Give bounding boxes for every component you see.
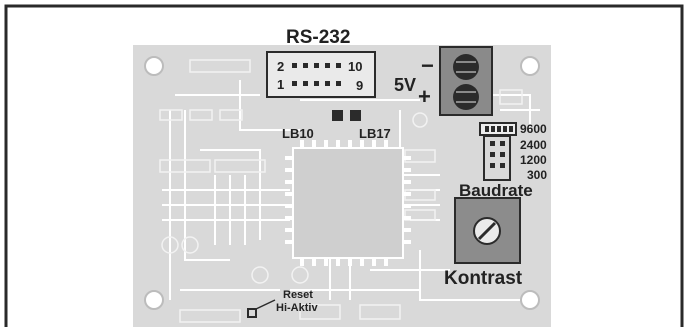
mounting-holes <box>144 56 540 310</box>
terminal-screw <box>453 54 479 80</box>
power-plus-label: + <box>418 84 431 109</box>
mounting-hole <box>520 56 540 76</box>
rs232-pin2-label: 2 <box>277 59 284 74</box>
main-ic <box>292 147 404 259</box>
power-voltage-label: 5V <box>394 75 416 95</box>
rs232-connector: 2 10 1 9 <box>266 51 376 98</box>
baud-2400-label: 2400 <box>520 138 547 152</box>
rs232-pins <box>292 63 341 86</box>
baudrate-jumper-pins <box>483 135 511 181</box>
lb10-label: LB10 <box>282 126 314 141</box>
rs232-label: RS-232 <box>286 27 350 48</box>
potentiometer-slot <box>477 221 497 241</box>
power-minus-label: − <box>421 53 434 78</box>
terminal-screw <box>453 84 479 110</box>
lb10-jumper-pad <box>332 110 343 121</box>
baud-9600-label: 9600 <box>520 122 547 136</box>
mounting-hole <box>144 290 164 310</box>
hi-aktiv-label: Hi-Aktiv <box>276 302 318 314</box>
rs232-pin10-label: 10 <box>348 59 362 74</box>
mounting-hole <box>520 290 540 310</box>
contrast-potentiometer <box>454 197 521 264</box>
lb17-label: LB17 <box>359 126 391 141</box>
rs232-pin1-label: 1 <box>277 77 284 92</box>
rs232-connector-body <box>266 51 376 98</box>
power-terminal <box>439 46 493 116</box>
baud-300-label: 300 <box>527 168 547 182</box>
kontrast-label: Kontrast <box>444 268 523 289</box>
pcb-traces <box>162 80 540 301</box>
ic-pins <box>285 140 411 266</box>
silkscreen-details <box>159 59 523 323</box>
baudrate-jumper-block <box>479 122 517 181</box>
rs232-pin9-label: 9 <box>356 78 363 93</box>
mounting-hole <box>144 56 164 76</box>
baud-1200-label: 1200 <box>520 153 547 167</box>
lb17-jumper-pad <box>350 110 361 121</box>
reset-pad <box>247 308 257 318</box>
reset-label: Reset <box>283 289 313 301</box>
baudrate-label: Baudrate <box>459 181 533 200</box>
reset-leader-line <box>255 299 276 310</box>
